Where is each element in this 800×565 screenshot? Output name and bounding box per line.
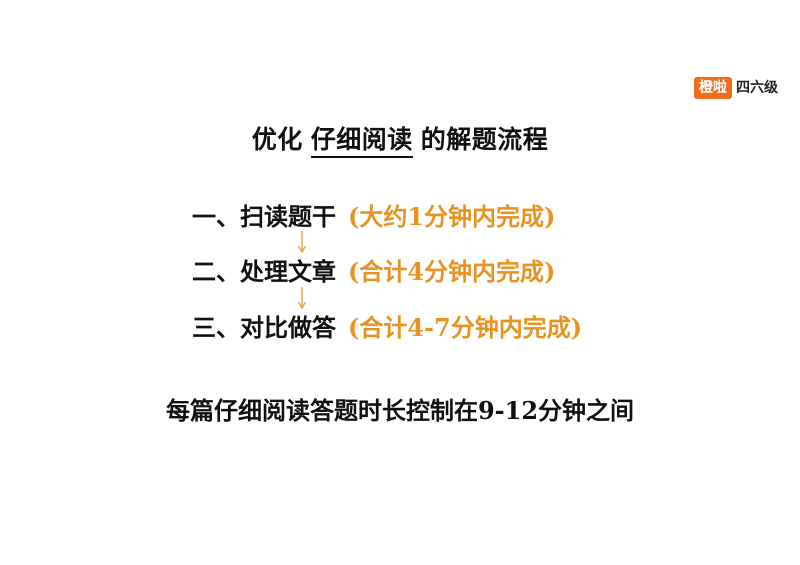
down-arrow-icon	[297, 287, 307, 310]
title-suffix: 的解题流程	[420, 125, 549, 154]
brand-logo-text: 四六级	[736, 80, 778, 96]
step-1-label: 一、扫读题干	[192, 202, 336, 231]
summary-text: 每篇仔细阅读答题时长控制在9-12分钟之间	[165, 396, 635, 425]
step-3-label: 三、对比做答	[192, 313, 336, 342]
step-1: 一、扫读题干 (大约1分钟内完成)	[192, 201, 555, 233]
step-1-note: (大约1分钟内完成)	[348, 202, 556, 231]
step-2: 二、处理文章 (合计4分钟内完成)	[192, 256, 555, 288]
step-2-note: (合计4分钟内完成)	[348, 257, 556, 286]
down-arrow-icon	[297, 231, 307, 254]
title-highlight: 仔细阅读	[310, 125, 413, 158]
title-prefix: 优化	[251, 125, 303, 154]
brand-logo: 橙啦 四六级	[694, 77, 778, 99]
page-title: 优化仔细阅读的解题流程	[0, 120, 800, 158]
step-2-label: 二、处理文章	[192, 257, 336, 286]
step-3: 三、对比做答 (合计4-7分钟内完成)	[192, 312, 582, 344]
brand-logo-mark: 橙啦	[694, 77, 732, 99]
step-3-note: (合计4-7分钟内完成)	[348, 313, 583, 342]
